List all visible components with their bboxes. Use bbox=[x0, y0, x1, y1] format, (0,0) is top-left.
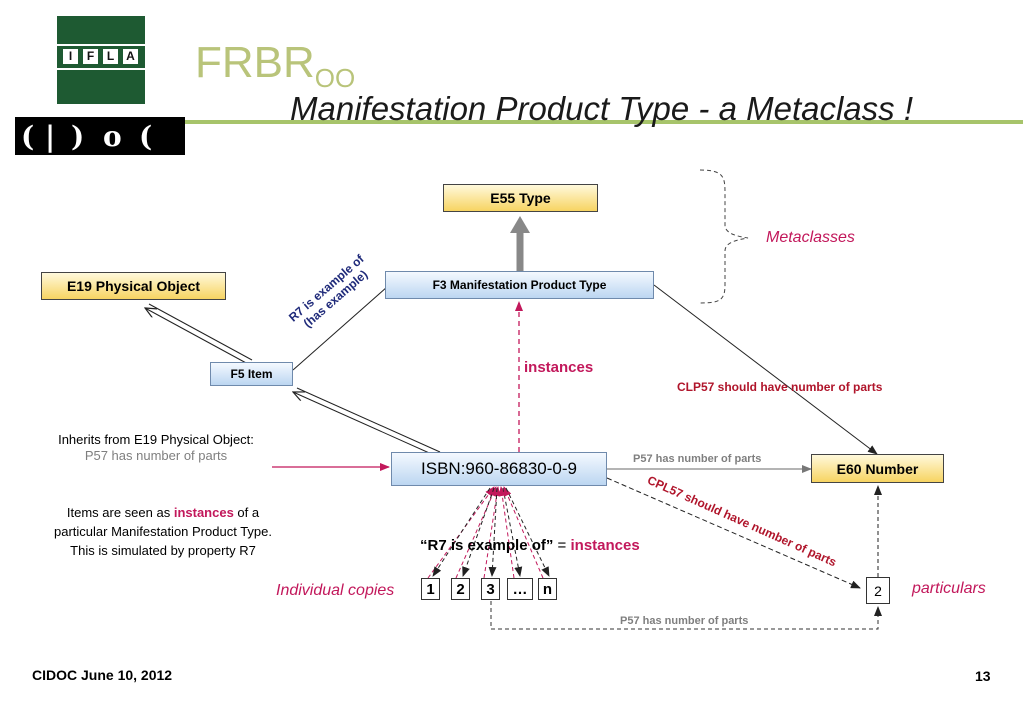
copy-box: … bbox=[507, 578, 533, 600]
f5-item-node: F5 Item bbox=[210, 362, 293, 386]
r7-equals-instances-label: “R7 is example of” = instances bbox=[420, 537, 640, 554]
cpl57-line bbox=[606, 477, 861, 589]
ifla-logo: I F L A bbox=[57, 16, 145, 104]
metaclasses-brace bbox=[699, 169, 749, 304]
r7-line bbox=[292, 286, 388, 371]
items-note-line2: particular Manifestation Product Type. bbox=[54, 524, 272, 539]
copy1-instance-arrow bbox=[427, 486, 495, 579]
clp57-label: CLP57 should have number of parts bbox=[677, 380, 883, 394]
copy2-instance-arrow bbox=[455, 486, 497, 579]
page-subtitle: Manifestation Product Type - a Metaclass… bbox=[290, 90, 913, 127]
items-note: Items are seen as instances of a particu… bbox=[18, 503, 308, 560]
metaclasses-label: Metaclasses bbox=[766, 229, 855, 246]
ifla-letter: L bbox=[103, 49, 118, 64]
copy-ellipsis-instance-arrow bbox=[498, 486, 515, 579]
clp57-line bbox=[653, 284, 878, 455]
r7-instances-word: instances bbox=[570, 537, 640, 554]
e19-physical-object-node: E19 Physical Object bbox=[41, 272, 226, 300]
logo-rule bbox=[57, 68, 145, 70]
footer-date: CIDOC June 10, 2012 bbox=[32, 667, 173, 683]
page-number: 13 bbox=[975, 668, 991, 684]
copyn-instance-arrow bbox=[503, 486, 544, 579]
e55-type-node: E55 Type bbox=[443, 184, 598, 212]
ifla-letter: A bbox=[123, 49, 138, 64]
title-text: FRBR bbox=[195, 38, 315, 87]
cidoc-logo: ( | ) o ( bbox=[15, 117, 185, 157]
individual-copies-label: Individual copies bbox=[276, 582, 395, 599]
f5-to-e19-line bbox=[148, 303, 253, 361]
title-subscript: OO bbox=[314, 63, 356, 93]
instances-label: instances bbox=[524, 359, 594, 376]
particulars-label: particulars bbox=[912, 580, 986, 597]
header-rule bbox=[185, 120, 1023, 124]
page-title: FRBROO bbox=[195, 38, 355, 94]
particular-number-box: 2 bbox=[866, 577, 890, 604]
ifla-letter: I bbox=[63, 49, 78, 64]
items-note-line1: Items are seen as instances of a bbox=[66, 505, 260, 520]
copy-box: 2 bbox=[451, 578, 470, 600]
e60-number-node: E60 Number bbox=[811, 454, 944, 483]
r7-quote: “R7 is example of” bbox=[420, 537, 554, 554]
copy-box: 3 bbox=[481, 578, 500, 600]
f3-to-e55-arrowhead bbox=[510, 216, 530, 233]
items-note-line3: This is simulated by property R7 bbox=[70, 543, 256, 558]
inherits-note-line2: P57 has number of parts bbox=[84, 448, 228, 463]
copy-box: n bbox=[538, 578, 557, 600]
f3-manifestation-product-type-node: F3 Manifestation Product Type bbox=[385, 271, 654, 299]
ifla-letter: F bbox=[83, 49, 98, 64]
copy3-instance-arrow bbox=[483, 486, 501, 579]
copy-box: 1 bbox=[421, 578, 440, 600]
isbn-to-f5-line bbox=[296, 387, 441, 453]
p57-bottom-line bbox=[490, 601, 882, 630]
logo-rule bbox=[57, 44, 145, 46]
p57-top-label: P57 has number of parts bbox=[633, 453, 762, 465]
isbn-node: ISBN:960-86830-0-9 bbox=[391, 452, 607, 486]
inherits-note: Inherits from E19 Physical Object: P57 h… bbox=[26, 432, 286, 464]
inherits-note-line1: Inherits from E19 Physical Object: bbox=[58, 432, 254, 447]
equals-sign: = bbox=[553, 537, 571, 554]
p57-bottom-label: P57 has number of parts bbox=[620, 615, 749, 627]
